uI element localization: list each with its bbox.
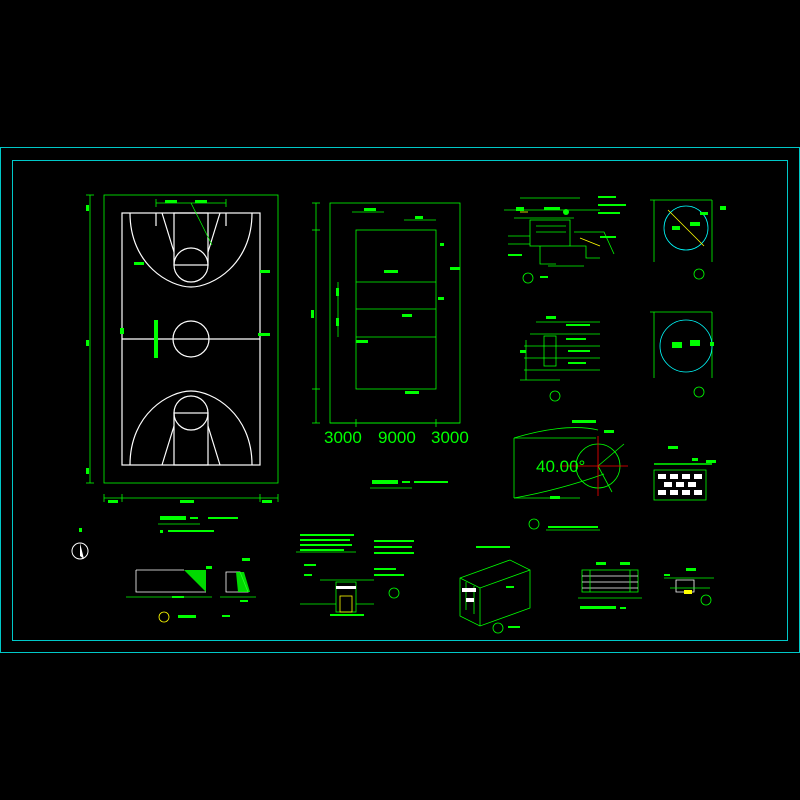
- sheet-frame: [0, 147, 800, 653]
- detail-1-labels: [508, 196, 626, 278]
- detail-7-section: [664, 568, 714, 606]
- detail-6-isometric: [459, 546, 531, 634]
- detail-11-elevation: [578, 562, 642, 609]
- detail-5-section: [296, 534, 414, 616]
- dimension-middle: 9000: [378, 428, 416, 447]
- detail-10-section: [126, 558, 256, 623]
- volleyball-court-plan: 3000 9000 3000: [311, 202, 469, 489]
- basketball-court-plan: [86, 194, 279, 533]
- north-arrow-icon: [71, 528, 89, 560]
- dimension-right: 3000: [431, 428, 469, 447]
- basketball-court-title: [158, 516, 238, 533]
- detail-4-plan: [650, 311, 713, 398]
- volleyball-dimension-labels: 3000 9000 3000: [324, 428, 469, 447]
- dimension-left: 3000: [324, 428, 362, 447]
- detail-9-material-section: [653, 446, 716, 501]
- detail-3-section: [520, 321, 600, 402]
- volleyball-court-title: [370, 480, 448, 489]
- detail-8-angle-plan: 40.00°: [513, 420, 628, 531]
- detail-2-plan: [650, 199, 713, 280]
- detail-1-section: [504, 197, 615, 284]
- angle-label: 40.00°: [536, 457, 585, 476]
